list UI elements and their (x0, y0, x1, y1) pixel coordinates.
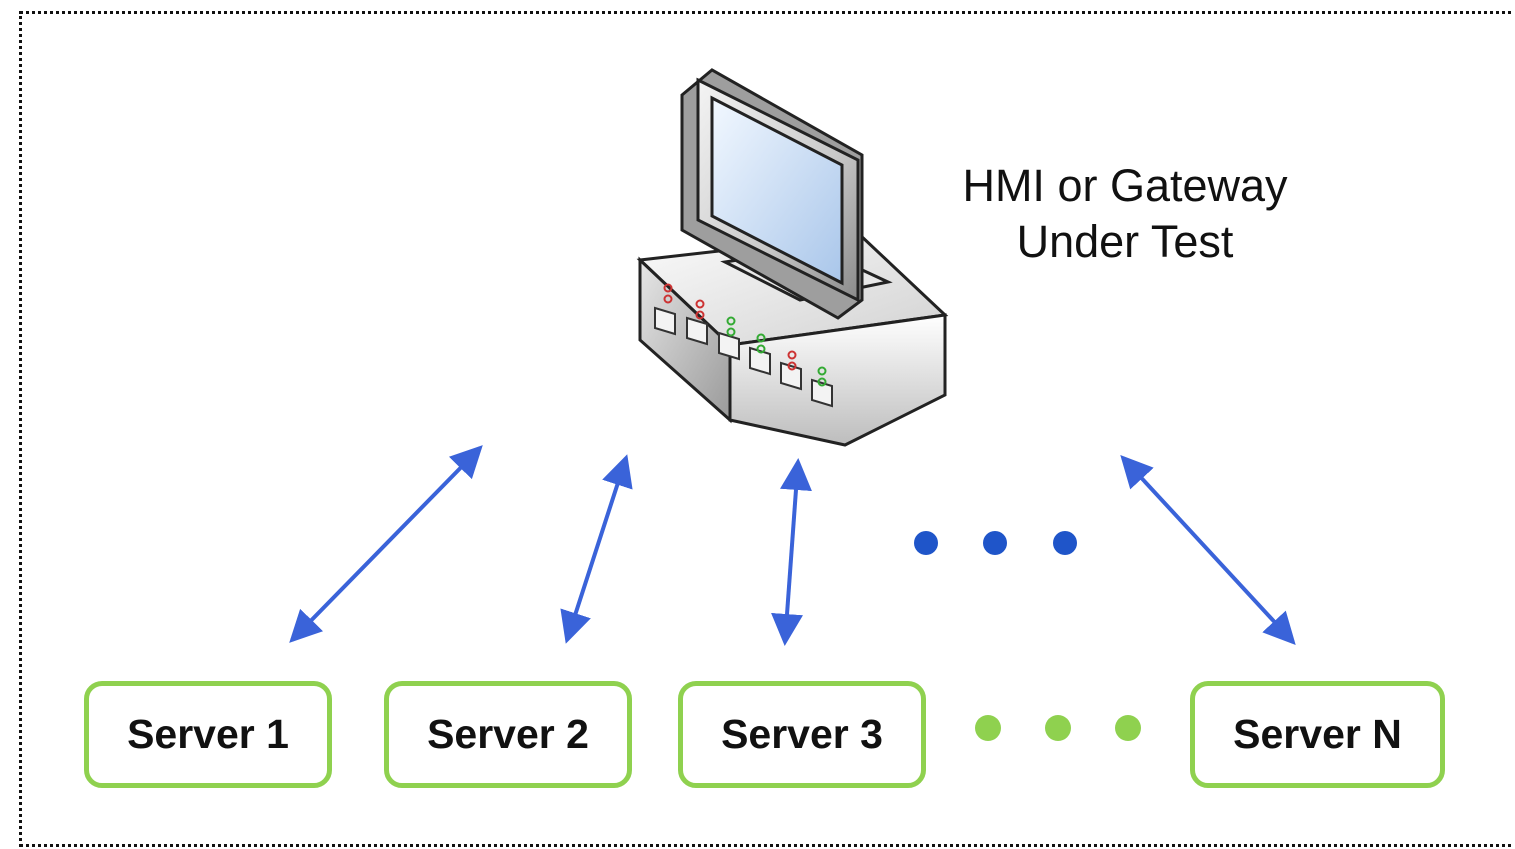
server-label: Server N (1233, 711, 1402, 757)
arrow-server-2 (560, 454, 633, 644)
arrow-server-3 (771, 458, 812, 646)
arrow-server-1 (289, 445, 483, 643)
server-label: Server 3 (721, 711, 883, 757)
server-label: Server 1 (127, 711, 289, 757)
server-box-2: Server 2 (384, 681, 632, 788)
server-box-3: Server 3 (678, 681, 926, 788)
server-label: Server 2 (427, 711, 589, 757)
computer-switch-icon (636, 68, 949, 447)
switch-leds (663, 283, 827, 387)
switch-front-face (728, 313, 947, 447)
server-box-n: Server N (1190, 681, 1445, 788)
server-box-1: Server 1 (84, 681, 332, 788)
connection-arrows (289, 445, 1296, 646)
arrow-server-n (1120, 455, 1296, 645)
switch-ports (654, 306, 833, 408)
monitor-screen (710, 95, 844, 286)
ellipsis-dots-blue (914, 531, 1077, 555)
ellipsis-dots-green (975, 715, 1141, 741)
device-label: HMI or Gateway Under Test (905, 158, 1345, 270)
dotted-frame (19, 11, 1515, 847)
device-label-line2: Under Test (1016, 216, 1234, 267)
device-label-line1: HMI or Gateway (962, 160, 1288, 211)
